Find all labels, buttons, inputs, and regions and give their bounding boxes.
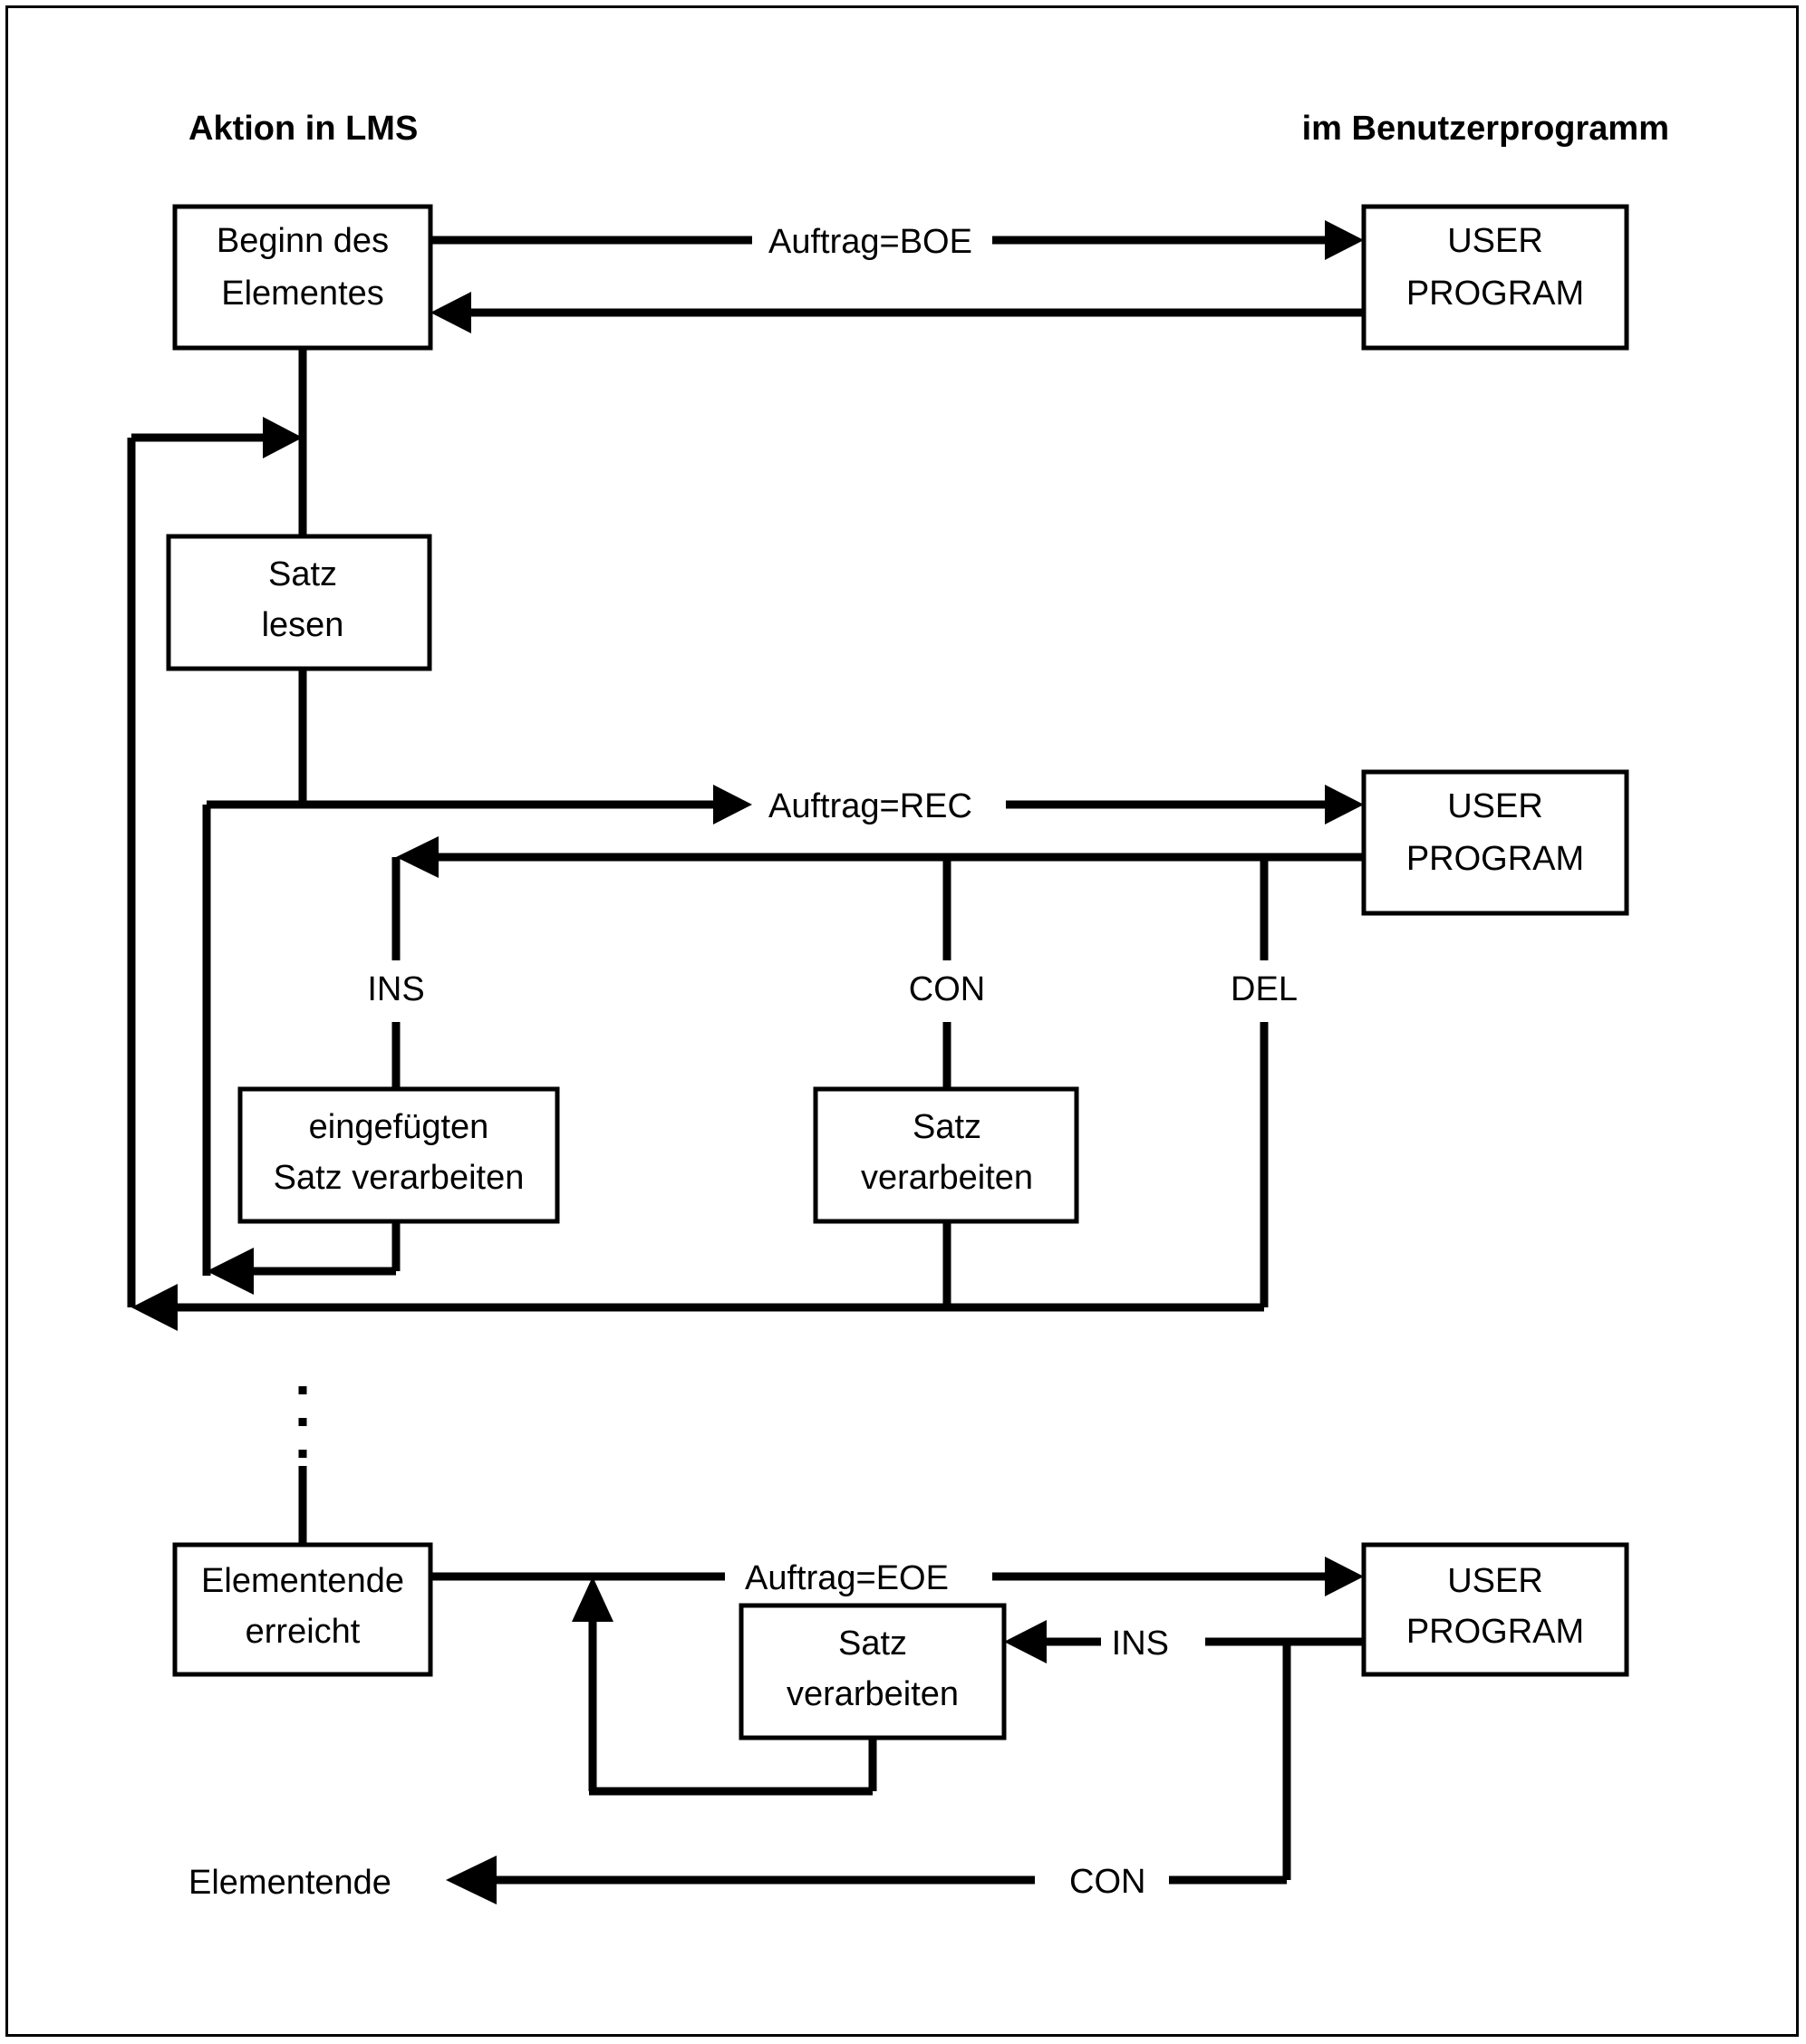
arrowhead-bottom-loop-into-eoe	[572, 1576, 613, 1622]
arrowhead-boe-to-user-program	[1325, 220, 1364, 260]
box-satz-verarbeiten-bottom[interactable]	[739, 1603, 1007, 1740]
box-user-program-2-line2: PROGRAM	[1406, 840, 1584, 878]
box-elementende-erreicht[interactable]	[172, 1542, 433, 1677]
heading-aktion-in-lms: Aktion in LMS	[188, 110, 418, 148]
heading-im-benutzerprogramm: im Benutzerprogramm	[1302, 110, 1669, 148]
box-elementende-erreicht-line1: Elementende	[201, 1562, 404, 1600]
label-con-mid: CON	[909, 970, 985, 1008]
terminal-elementende: Elementende	[188, 1864, 391, 1902]
box-satz-verarbeiten-bottom-line1: Satz	[838, 1625, 907, 1663]
arrowhead-collector-to-outer-loop	[131, 1284, 178, 1331]
arrowhead-ins-return-to-spine	[207, 1248, 254, 1295]
arrowhead-eoe-to-user-program	[1325, 1557, 1364, 1596]
box-satz-lesen-line2: lesen	[262, 606, 344, 644]
box-user-program-1[interactable]	[1361, 204, 1629, 351]
arrowhead-rec-midpoint	[713, 785, 752, 824]
label-auftrag-eoe: Auftrag=EOE	[745, 1559, 949, 1597]
box-elementende-erreicht-line2: erreicht	[246, 1613, 361, 1651]
arrowhead-return-to-beginn	[430, 292, 471, 333]
box-satz-lesen[interactable]	[166, 534, 432, 671]
label-auftrag-rec: Auftrag=REC	[768, 787, 972, 825]
arrowhead-rec-to-user-program	[1325, 785, 1364, 824]
box-beginn-line1: Beginn des	[217, 222, 389, 260]
arrowhead-to-elementende-terminal	[446, 1856, 497, 1904]
box-eingefuegten-line1: eingefügten	[309, 1108, 489, 1146]
box-user-program-2[interactable]	[1361, 769, 1629, 916]
arrowhead-ins-bottom-to-satz-verarbeiten	[1004, 1620, 1047, 1663]
box-user-program-3[interactable]	[1361, 1542, 1629, 1677]
box-user-program-3-line2: PROGRAM	[1406, 1613, 1584, 1651]
box-satz-verarbeiten-mid-line2: verarbeiten	[861, 1159, 1033, 1197]
label-auftrag-boe: Auftrag=BOE	[768, 223, 972, 261]
box-user-program-1-line2: PROGRAM	[1406, 275, 1584, 313]
label-con-bottom: CON	[1069, 1863, 1145, 1901]
box-eingefuegten-line2: Satz verarbeiten	[274, 1159, 525, 1197]
label-ins-bottom: INS	[1112, 1625, 1169, 1663]
box-satz-lesen-line1: Satz	[268, 555, 337, 593]
box-user-program-3-line1: USER	[1447, 1562, 1543, 1600]
label-ins-mid: INS	[367, 970, 424, 1008]
arrowhead-return-bus-left-end	[396, 836, 439, 878]
label-del-mid: DEL	[1231, 970, 1298, 1008]
arrowhead-loop-back-into-spine	[263, 417, 303, 458]
box-satz-verarbeiten-bottom-line2: verarbeiten	[787, 1675, 959, 1713]
box-user-program-1-line1: USER	[1447, 222, 1543, 260]
box-beginn-line2: Elementes	[221, 275, 384, 313]
box-satz-verarbeiten-mid-line1: Satz	[913, 1108, 981, 1146]
box-user-program-2-line1: USER	[1447, 787, 1543, 825]
